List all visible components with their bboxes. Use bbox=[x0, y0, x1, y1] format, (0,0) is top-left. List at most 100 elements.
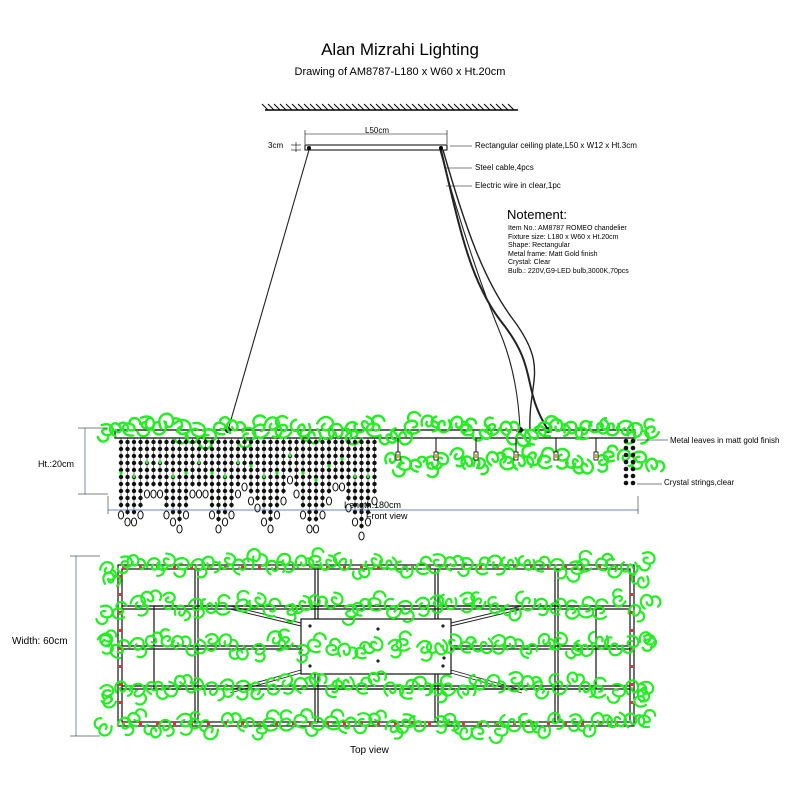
width-label: Width: 60cm bbox=[12, 636, 68, 647]
crystal-icon bbox=[170, 453, 176, 459]
leaf-icon bbox=[409, 455, 429, 473]
height-label: Ht.:20cm bbox=[38, 459, 75, 469]
crystal-drop-icon bbox=[176, 524, 183, 534]
crystal-icon bbox=[138, 460, 143, 466]
crystal-drop-icon bbox=[312, 524, 320, 534]
crystal-icon bbox=[294, 453, 299, 459]
crystal-icon bbox=[307, 446, 312, 452]
crystal-icon bbox=[359, 488, 364, 494]
crystal-icon bbox=[255, 481, 260, 487]
leaf-icon bbox=[443, 554, 465, 572]
leaf-icon bbox=[307, 632, 327, 654]
crystal-icon bbox=[125, 453, 130, 459]
leaf-icon bbox=[295, 644, 310, 664]
crystal-icon bbox=[177, 481, 182, 487]
crystal-icon bbox=[307, 439, 312, 445]
leaf-icon bbox=[499, 447, 517, 471]
crystal-icon bbox=[151, 453, 156, 459]
crystal-icon bbox=[183, 481, 189, 487]
crystal-icon bbox=[274, 446, 280, 452]
crystal-icon bbox=[274, 453, 280, 459]
crystal-icon bbox=[359, 516, 364, 522]
crystal-icon bbox=[300, 502, 306, 508]
crystal-icon bbox=[365, 453, 371, 459]
crystal-icon bbox=[268, 446, 273, 452]
leaf-icon bbox=[111, 600, 128, 620]
leaf-icon bbox=[523, 424, 547, 446]
leaf-icon bbox=[158, 412, 184, 433]
steel-cable-label: Steel cable,4pcs bbox=[475, 163, 534, 172]
crystal-icon bbox=[177, 439, 182, 445]
crystal-drop-icon bbox=[215, 524, 222, 534]
leaf-icon bbox=[204, 632, 219, 652]
crystal-icon bbox=[170, 509, 176, 515]
crystal-icon bbox=[359, 453, 364, 459]
leaf-icon bbox=[185, 638, 208, 657]
crystal-drop-icon bbox=[202, 489, 209, 499]
crystal-icon bbox=[131, 460, 137, 466]
crystal-icon bbox=[320, 439, 325, 445]
leaf-icon bbox=[395, 630, 412, 652]
crystal-icon bbox=[164, 502, 169, 508]
crystal-icon bbox=[294, 474, 299, 480]
crystal-icon bbox=[261, 446, 267, 452]
crystal-icon bbox=[164, 488, 169, 494]
ceiling-plate-label: Rectangular ceiling plate,L50 x W12 x Ht… bbox=[475, 141, 637, 150]
leaf-icon bbox=[645, 457, 666, 473]
crystal-drop-icon bbox=[345, 503, 352, 513]
crystal-icon bbox=[138, 488, 143, 494]
crystal-icon bbox=[313, 502, 319, 508]
crystal-drop-icon bbox=[208, 510, 216, 520]
crystal-icon bbox=[346, 446, 351, 452]
crystal-icon bbox=[242, 439, 247, 445]
crystal-icon bbox=[235, 467, 241, 473]
crystal-icon bbox=[164, 446, 169, 452]
leaf-icon bbox=[470, 591, 487, 610]
crystal-icon bbox=[216, 460, 221, 466]
crystal-icon bbox=[190, 467, 195, 473]
leaf-icon bbox=[395, 599, 415, 623]
crystal-icon bbox=[339, 439, 345, 445]
leaf-icon bbox=[218, 552, 237, 570]
crystal-icon bbox=[372, 453, 377, 459]
crystal-icon bbox=[268, 453, 273, 459]
crystal-icon bbox=[183, 460, 189, 466]
crystal-icon bbox=[131, 453, 137, 459]
crystal-icon bbox=[157, 481, 163, 487]
leaf-icon bbox=[96, 422, 115, 443]
leaf-icon bbox=[93, 716, 113, 737]
leaf-icon bbox=[520, 642, 539, 660]
crystal-icon bbox=[170, 495, 176, 501]
crystal-icon bbox=[131, 467, 137, 473]
crystal-drop-icon bbox=[195, 489, 203, 499]
leaf-icon bbox=[249, 681, 265, 701]
crystal-icon bbox=[268, 467, 273, 473]
note-line: Metal frame: Matt Gold finish bbox=[508, 250, 598, 258]
crystal-icon bbox=[151, 467, 156, 473]
crystal-icon bbox=[261, 439, 267, 445]
crystal-icon bbox=[177, 467, 182, 473]
crystal-icon bbox=[261, 481, 267, 487]
crystal-icon bbox=[320, 495, 325, 501]
top-view bbox=[93, 547, 662, 744]
crystal-icon bbox=[326, 474, 332, 480]
leaf-icon bbox=[236, 716, 255, 733]
leaf-icon bbox=[578, 681, 597, 698]
crystal-icon bbox=[274, 488, 280, 494]
crystal-icon bbox=[287, 446, 293, 452]
crystal-icon bbox=[268, 439, 273, 445]
crystal-icon bbox=[138, 495, 143, 501]
crystal-icon bbox=[359, 460, 364, 466]
leaf-icon bbox=[203, 681, 226, 702]
crystal-icon bbox=[326, 460, 332, 466]
leaf-icon bbox=[485, 450, 508, 467]
crystal-icon bbox=[359, 481, 364, 487]
crystal-icon bbox=[216, 509, 221, 515]
crystal-drop-icon bbox=[169, 517, 177, 527]
crystal-icon bbox=[352, 495, 358, 501]
leaf-icon bbox=[533, 597, 549, 617]
crystal-icon bbox=[209, 488, 215, 494]
leaf-icon bbox=[384, 719, 404, 740]
leaf-icon bbox=[277, 628, 294, 650]
crystal-icon bbox=[281, 460, 286, 466]
